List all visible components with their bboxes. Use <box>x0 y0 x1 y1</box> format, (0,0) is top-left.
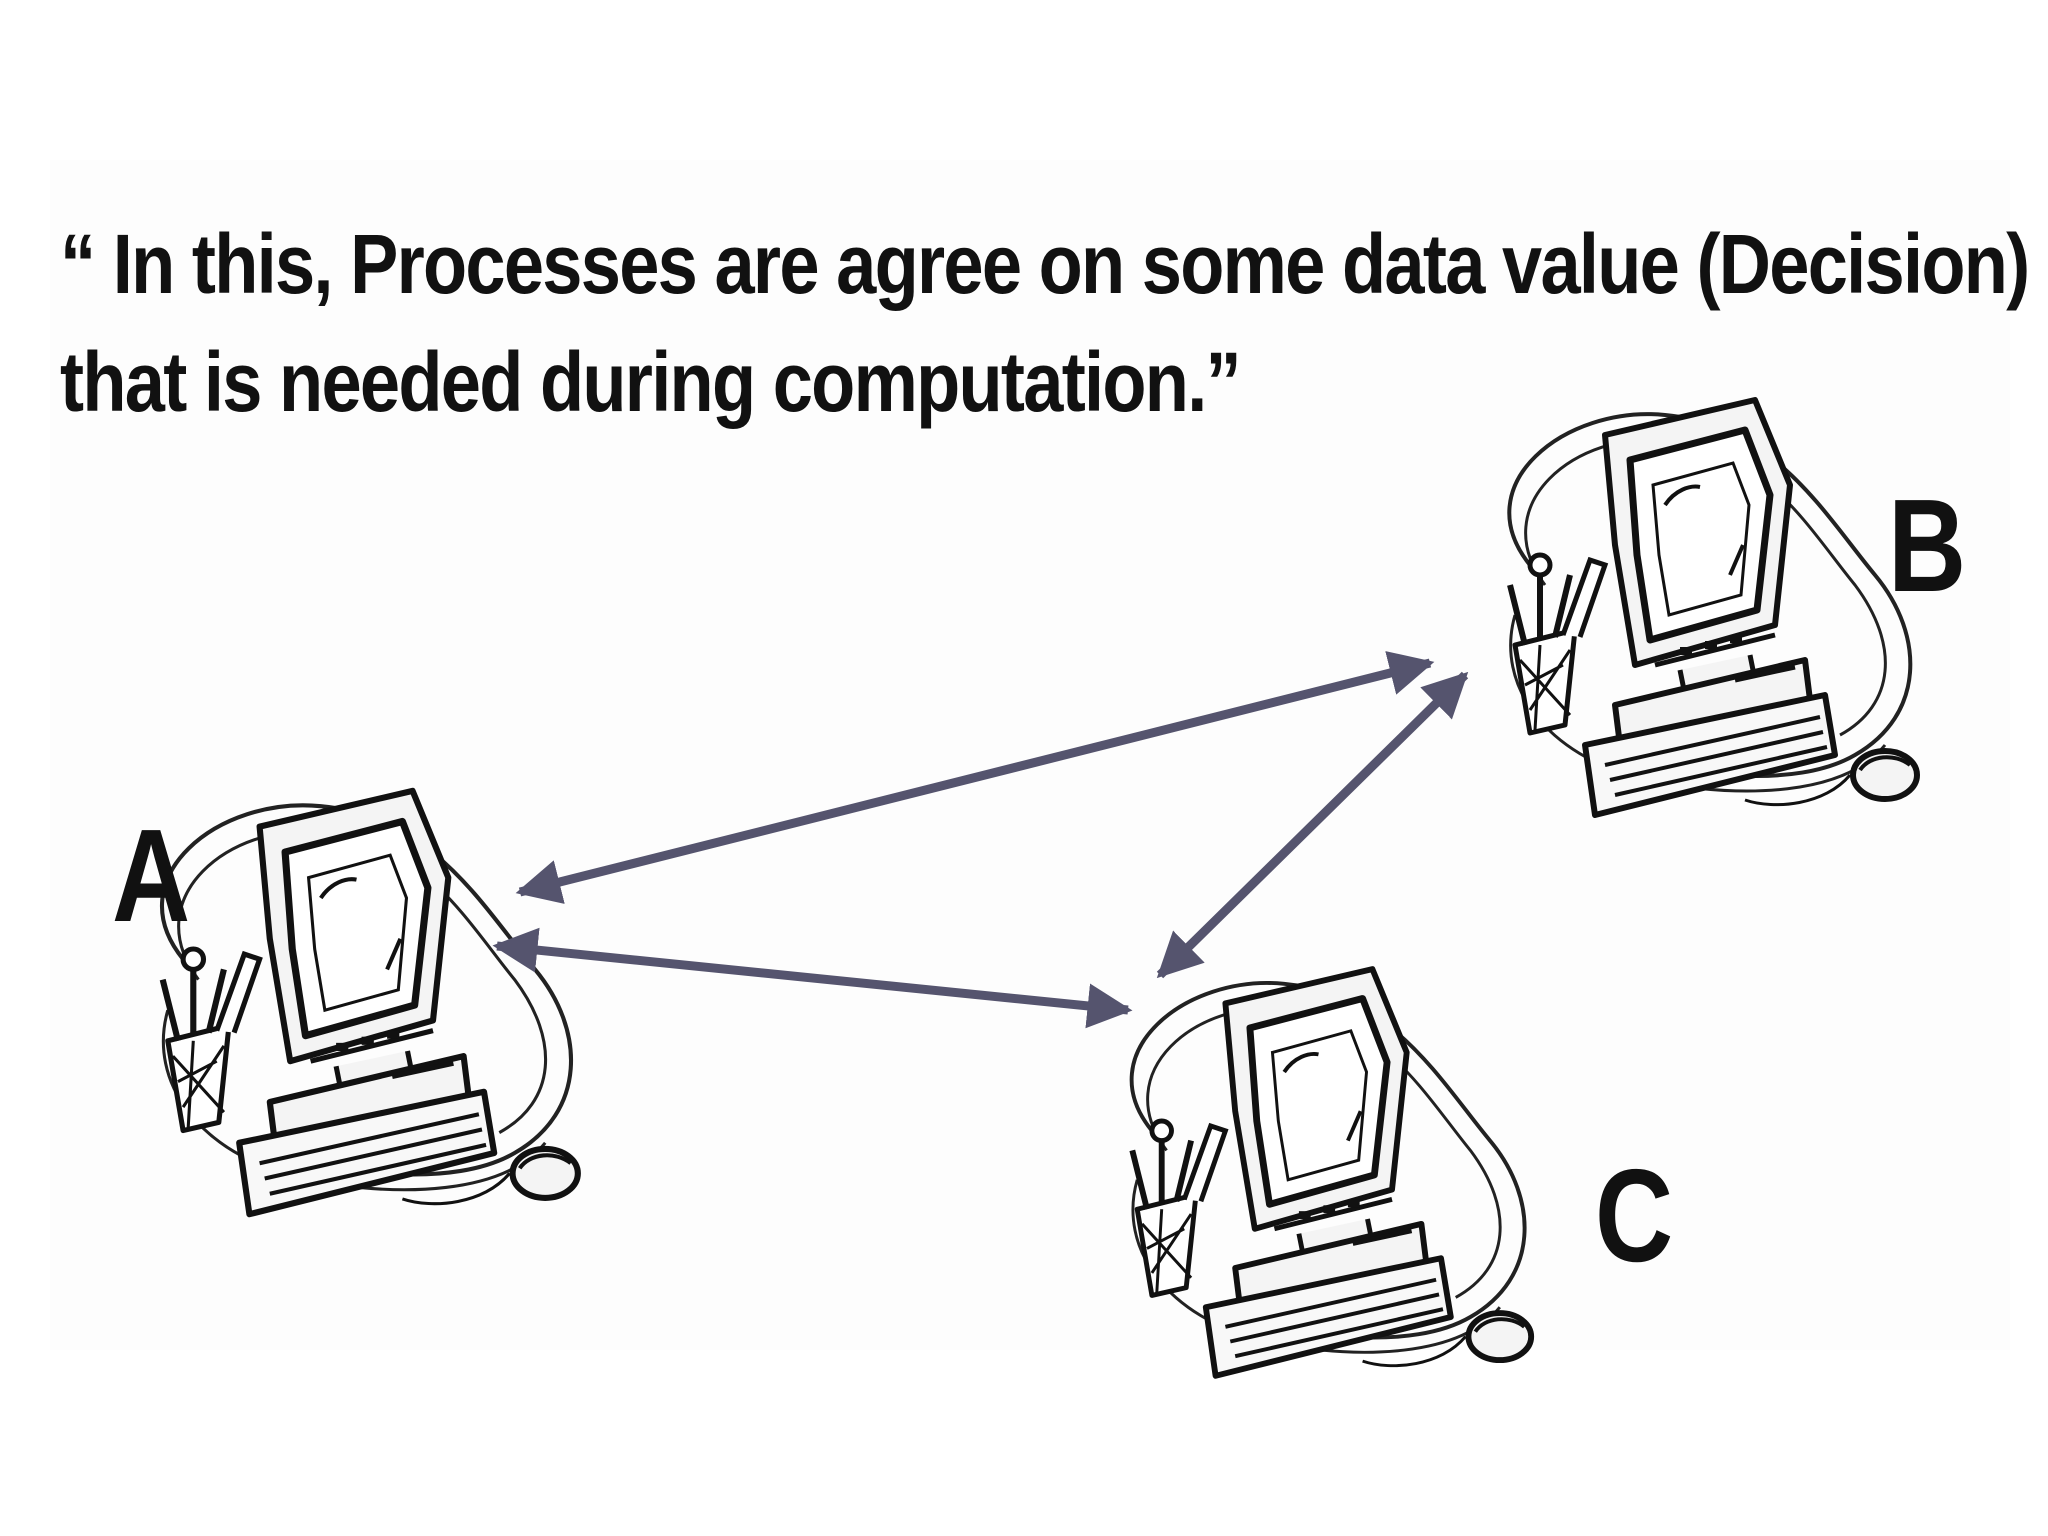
quote-line-1: “ In this, Processes are agree on some d… <box>60 217 2030 311</box>
arrow-a-c <box>492 927 1133 1029</box>
consensus-definition-quote: “ In this, Processes are agree on some d… <box>60 205 2030 441</box>
process-label-c: C <box>1595 1142 1674 1289</box>
computer-b-icon <box>1509 400 1917 815</box>
process-label-b: B <box>1888 472 1967 619</box>
arrow-b-c <box>1156 671 1469 979</box>
arrow-a-b <box>515 651 1435 904</box>
computer-a-icon <box>162 791 578 1214</box>
process-label-a: A <box>112 802 191 949</box>
quote-line-2: that is needed during computation.” <box>60 335 1242 429</box>
computer-c-icon <box>1132 969 1532 1376</box>
